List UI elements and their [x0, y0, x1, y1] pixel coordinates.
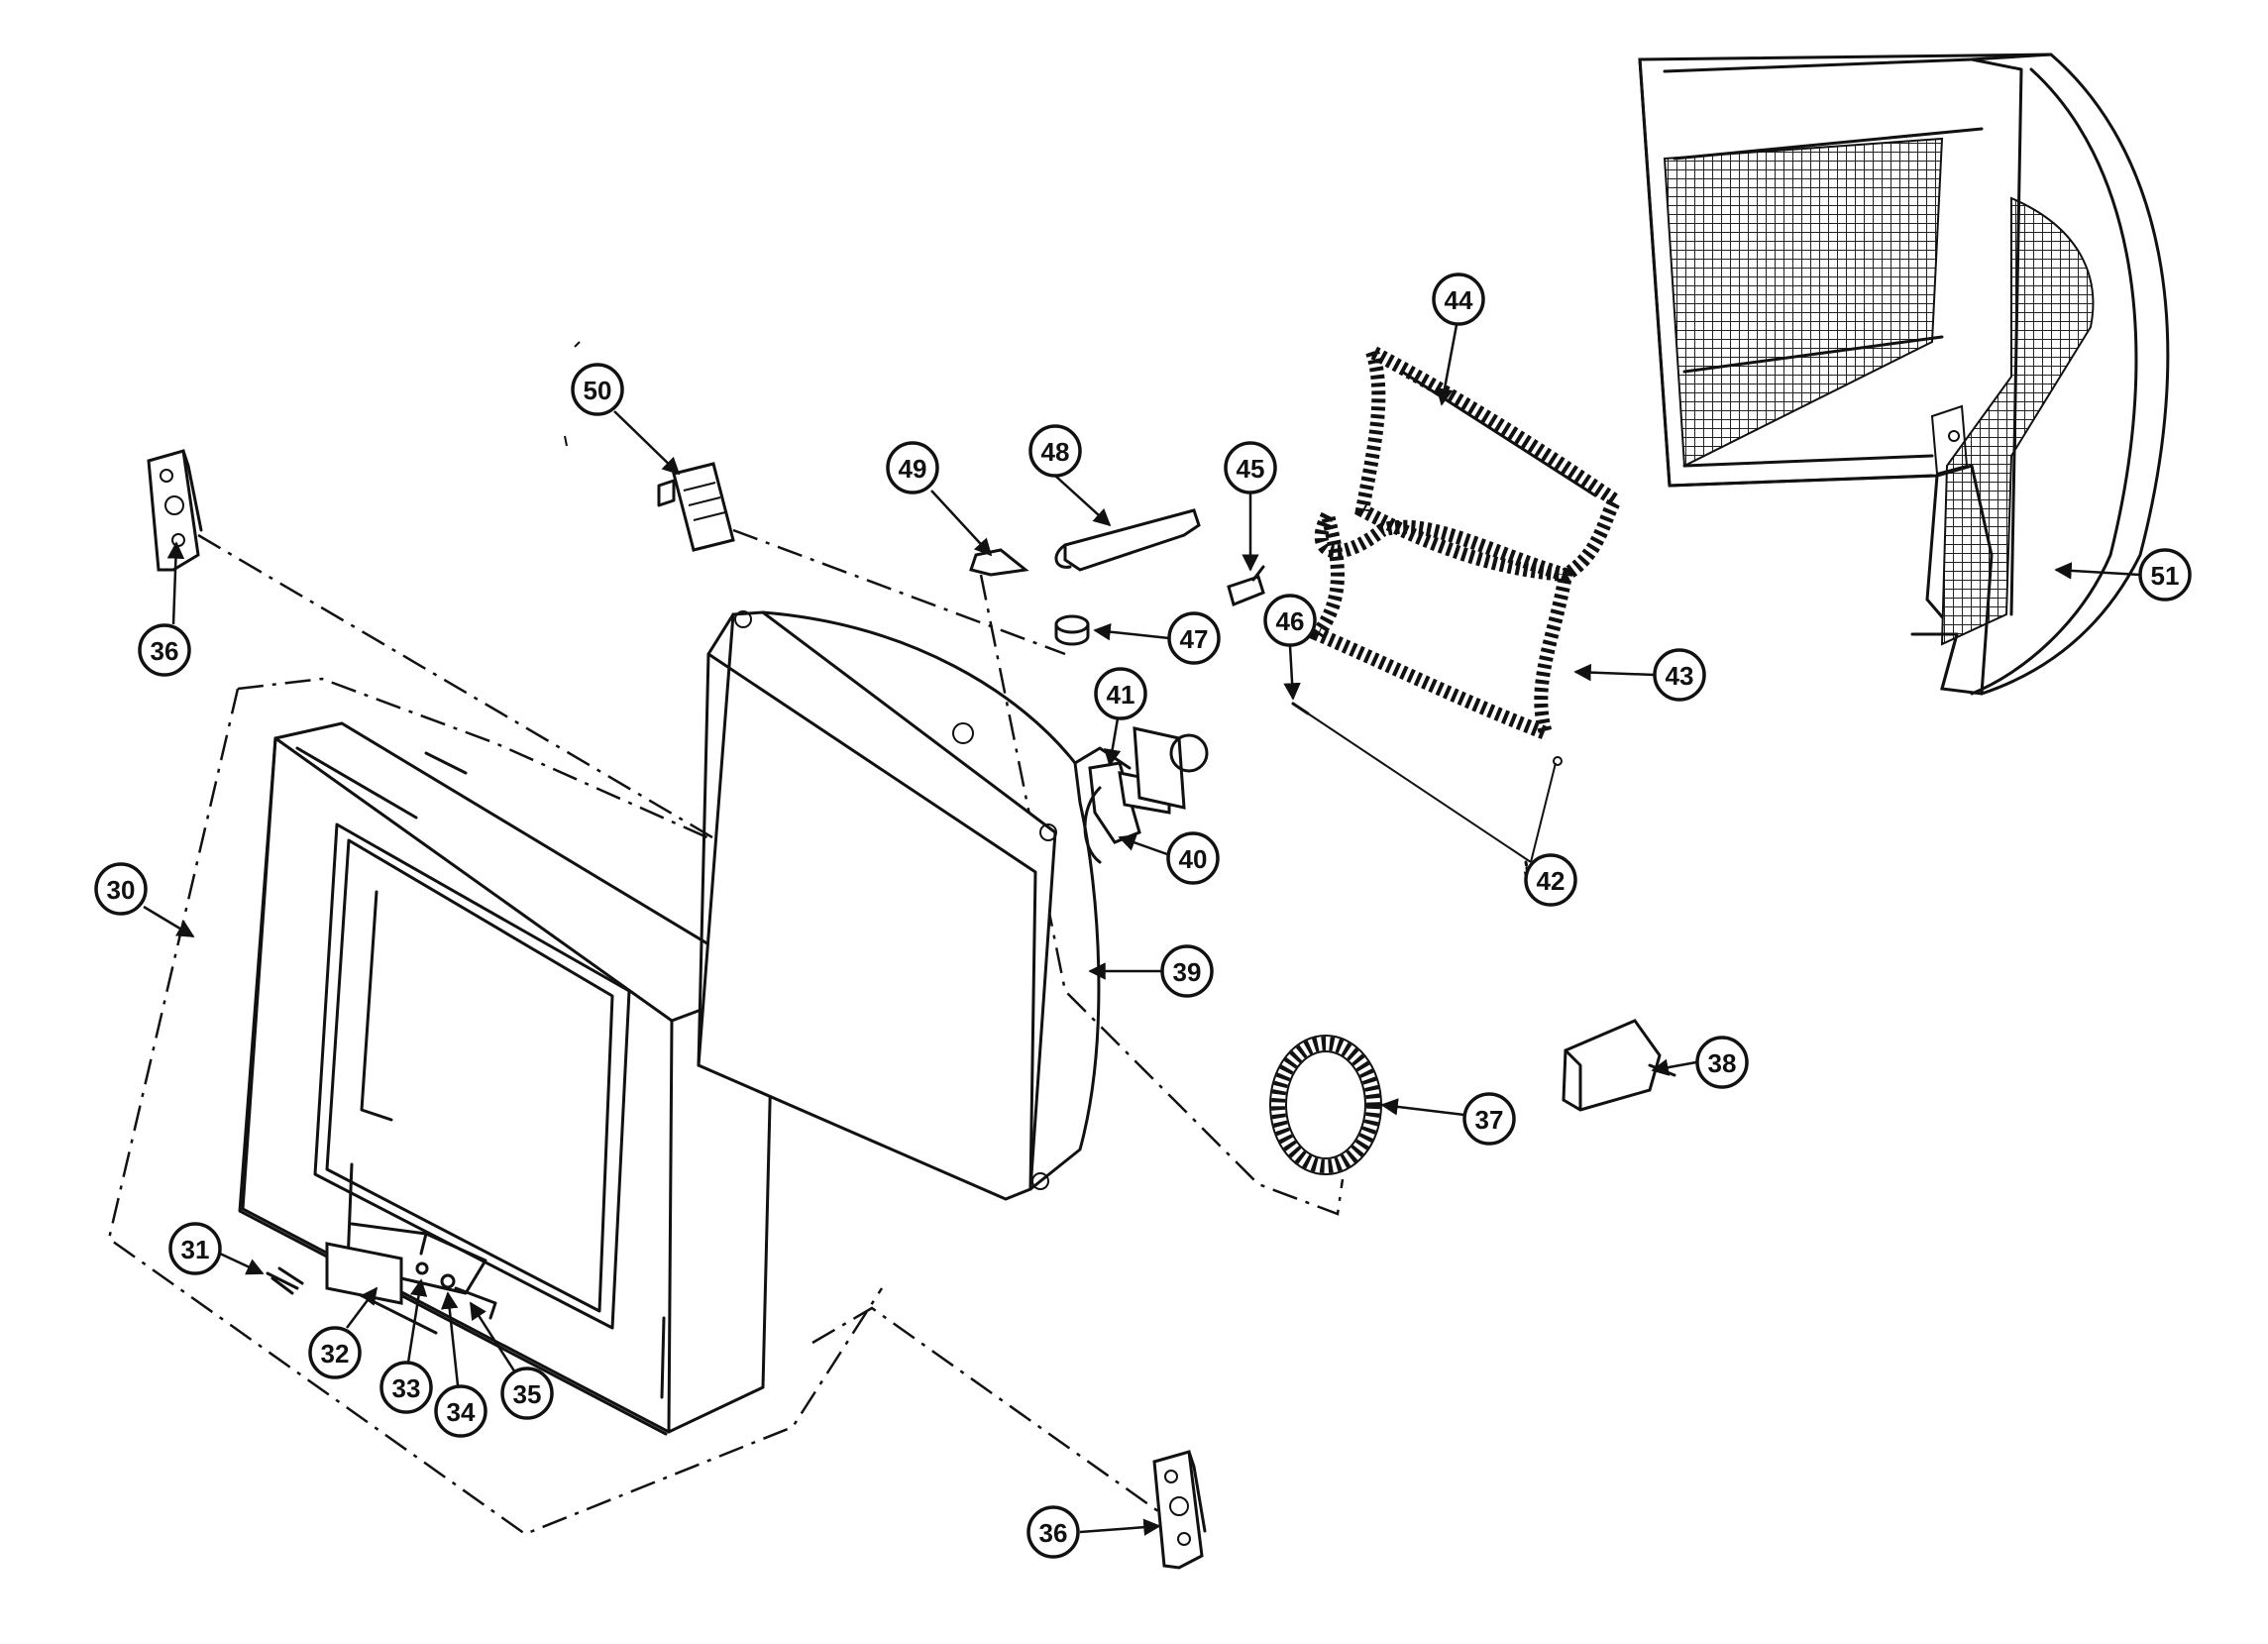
callout-number: 30 [107, 875, 136, 905]
callout-circle [94, 862, 148, 916]
callout-circle [1263, 594, 1317, 647]
callout-circle [886, 441, 939, 494]
callout-labels: 30 31 32 33 34 35 36 36 37 38 39 40 41 42 43 44 45 46 47 48… [94, 273, 2192, 1559]
callout-number: 47 [1180, 624, 1209, 654]
part-33-button [415, 1261, 429, 1275]
callout-43: 43 [1653, 648, 1706, 702]
callout-circle [500, 1367, 554, 1420]
callout-35: 35 [500, 1367, 554, 1420]
part-46-screw [1291, 702, 1532, 863]
assembly-line-50 [732, 528, 1066, 656]
part-50-label-plate [564, 341, 735, 552]
callout-circle [168, 1222, 222, 1275]
callout-number: 35 [513, 1379, 542, 1409]
part-43-ground-braid-lower [1307, 494, 1573, 745]
part-36-bracket-top [147, 449, 203, 572]
callout-48: 48 [1028, 424, 1082, 478]
bezel-screen-opening [313, 822, 631, 1330]
callout-number: 39 [1173, 957, 1202, 987]
part-51-rear-cabinet [1638, 53, 2170, 696]
callout-circle [1695, 1036, 1749, 1089]
part-41-neck-assembly [1118, 726, 1209, 815]
callout-number: 49 [899, 454, 927, 484]
callout-circle [308, 1326, 362, 1379]
callout-47: 47 [1167, 611, 1221, 665]
callout-32: 32 [308, 1326, 362, 1379]
callout-number: 38 [1708, 1048, 1737, 1078]
callout-circle [1160, 944, 1214, 998]
callout-circle [1167, 611, 1221, 665]
callout-49: 49 [886, 441, 939, 494]
callout-39: 39 [1160, 944, 1214, 998]
callout-38: 38 [1695, 1036, 1749, 1089]
callout-36: 36 [1026, 1505, 1080, 1559]
callout-circle [1028, 424, 1082, 478]
part-48-lever [1054, 508, 1201, 572]
part-45-clip [1227, 565, 1265, 607]
callout-number: 50 [584, 376, 612, 405]
callout-circle [2138, 548, 2192, 602]
callout-46: 46 [1263, 594, 1317, 647]
callout-number: 51 [2151, 561, 2180, 591]
callout-circle [1432, 273, 1485, 326]
callout-number: 36 [151, 636, 179, 666]
callout-circle [379, 1361, 433, 1414]
callout-33: 33 [379, 1361, 433, 1414]
callout-number: 48 [1041, 437, 1070, 467]
callout-number: 36 [1039, 1518, 1068, 1548]
callout-circle [1653, 648, 1706, 702]
callout-41: 41 [1094, 667, 1147, 720]
part-44-ground-braid-upper [1354, 337, 1625, 583]
callout-37: 37 [1462, 1092, 1516, 1146]
part-35-indicator [454, 1286, 497, 1320]
callout-circle [571, 363, 624, 416]
part-34-button [440, 1273, 456, 1289]
callout-45: 45 [1224, 441, 1277, 494]
part-49-bracket-tab [969, 548, 1029, 577]
part-37-degaussing-coil [1269, 1035, 1382, 1175]
callout-circle [434, 1384, 487, 1438]
assembly-line-36-bottom [811, 1306, 1180, 1528]
callout-circle [1462, 1092, 1516, 1146]
callout-number: 40 [1179, 844, 1208, 874]
callout-number: 42 [1537, 866, 1566, 896]
callout-44: 44 [1432, 273, 1485, 326]
callout-circle [138, 623, 191, 677]
callout-34: 34 [434, 1384, 487, 1438]
callout-number: 43 [1666, 661, 1694, 691]
callout-number: 46 [1276, 606, 1305, 636]
callout-number: 33 [392, 1373, 421, 1403]
callout-circle [1524, 853, 1577, 907]
callout-number: 44 [1445, 285, 1473, 315]
callout-31: 31 [168, 1222, 222, 1275]
assembly-line-36-top [197, 533, 764, 869]
leader-lines [143, 324, 2141, 1536]
callout-number: 31 [181, 1235, 210, 1264]
callout-circle [1166, 831, 1220, 885]
callout-30: 30 [94, 862, 148, 916]
callout-42: 42 [1524, 853, 1577, 907]
callout-number: 32 [321, 1339, 350, 1369]
callout-circle [1094, 667, 1147, 720]
part-47-cap [1054, 614, 1090, 646]
callout-circle [1026, 1505, 1080, 1559]
part-39-picture-tube [697, 610, 1132, 1201]
part-38-pcb-bracket [1562, 1019, 1676, 1112]
callout-50: 50 [571, 363, 624, 416]
part-36-bracket-bottom [1152, 1450, 1207, 1570]
part-31-knob [266, 1266, 304, 1295]
callout-number: 41 [1107, 680, 1135, 710]
callout-number: 45 [1237, 454, 1265, 484]
callout-36: 36 [138, 623, 191, 677]
callout-circle [1224, 441, 1277, 494]
callout-51: 51 [2138, 548, 2192, 602]
part-32-control-panel [325, 1222, 487, 1305]
callout-number: 37 [1475, 1105, 1504, 1135]
callout-number: 34 [447, 1397, 476, 1427]
callout-40: 40 [1166, 831, 1220, 885]
